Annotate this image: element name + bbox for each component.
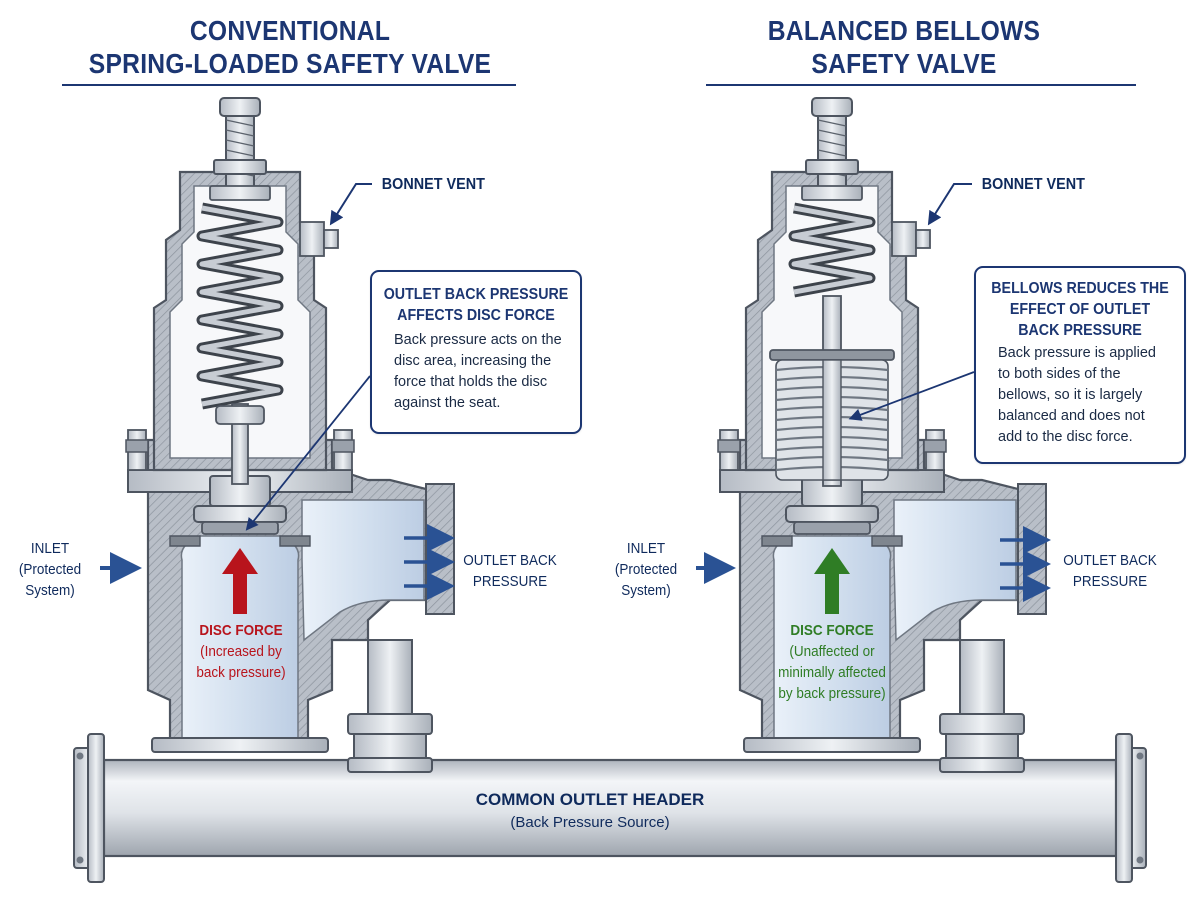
outlet-label-left: OUTLET BACK PRESSURE xyxy=(458,550,562,592)
callout-left-body: Back pressure acts on the disc area, inc… xyxy=(372,326,580,414)
callout-right-body: Back pressure is applied to both sides o… xyxy=(976,341,1184,448)
left-title-rule xyxy=(62,84,516,86)
conventional-valve-drawing xyxy=(124,96,456,774)
disc-force-right-title: DISC FORCE xyxy=(790,622,874,639)
callout-right-body-4: balanced and does not xyxy=(998,408,1145,424)
callout-left-heading: OUTLET BACK PRESSURE AFFECTS DISC FORCE xyxy=(380,272,571,326)
inlet-right-line-1: INLET xyxy=(626,540,666,557)
right-title-rule xyxy=(706,84,1136,86)
outlet-right-line-2: PRESSURE xyxy=(1072,573,1148,590)
outlet-left-line-2: PRESSURE xyxy=(472,573,548,590)
inlet-label-right: INLET (Protected System) xyxy=(608,538,684,601)
inlet-label-left: INLET (Protected System) xyxy=(14,538,86,601)
right-title: BALANCED BELLOWS SAFETY VALVE xyxy=(684,14,1124,80)
outlet-header-subtitle: (Back Pressure Source) xyxy=(510,814,670,831)
outlet-arrows-left xyxy=(404,524,455,600)
callout-right-body-2: to both sides of the xyxy=(998,366,1121,382)
callout-right-heading-1: BELLOWS REDUCES THE xyxy=(991,280,1169,297)
disc-force-arrow-left xyxy=(222,548,258,614)
disc-force-arrow-right xyxy=(814,548,850,614)
bellows-convolutions xyxy=(775,359,889,481)
callout-left-body-1: Back pressure acts on the xyxy=(394,332,562,348)
callout-right: BELLOWS REDUCES THE EFFECT OF OUTLET BAC… xyxy=(974,266,1186,464)
outlet-right-line-1: OUTLET BACK xyxy=(1063,552,1157,569)
outlet-header-pipe xyxy=(73,733,1147,883)
callout-leader-left xyxy=(245,375,371,531)
outlet-label-right: OUTLET BACK PRESSURE xyxy=(1058,550,1162,592)
callout-right-heading-2: EFFECT OF OUTLET xyxy=(1009,301,1151,318)
callout-left: OUTLET BACK PRESSURE AFFECTS DISC FORCE … xyxy=(370,270,582,434)
disc-force-right-note-3: by back pressure) xyxy=(778,685,886,702)
disc-force-left-title: DISC FORCE xyxy=(199,622,283,639)
spring-coils-left xyxy=(196,202,284,410)
disc-force-left-note-2: back pressure) xyxy=(196,664,286,681)
left-title: CONVENTIONAL SPRING-LOADED SAFETY VALVE xyxy=(70,14,510,80)
callout-left-heading-1: OUTLET BACK PRESSURE xyxy=(383,286,569,303)
inlet-right-line-3: System) xyxy=(621,582,671,599)
outlet-header-label: COMMON OUTLET HEADER (Back Pressure Sour… xyxy=(390,788,790,833)
callout-left-body-2: disc area, increasing the xyxy=(394,353,552,369)
callout-left-body-3: force that holds the disc xyxy=(394,374,548,390)
disc-force-left-note-1: (Increased by xyxy=(200,643,282,660)
inlet-left-line-3: System) xyxy=(25,582,75,599)
bonnet-vent-label-right: BONNET VENT xyxy=(981,176,1085,193)
right-title-line-2: SAFETY VALVE xyxy=(811,48,997,79)
spring-coils-right xyxy=(788,202,876,298)
bonnet-vent-label-left: BONNET VENT xyxy=(381,176,485,193)
callout-leader-right xyxy=(848,371,975,421)
inlet-left-line-2: (Protected xyxy=(18,561,82,578)
bonnet-vent-leader-right xyxy=(927,183,972,226)
disc-force-right-note-2: minimally affected xyxy=(778,664,886,681)
outlet-arrows-right xyxy=(1000,526,1051,602)
disc-force-right-note-1: (Unaffected or xyxy=(789,643,875,660)
callout-left-body-4: against the seat. xyxy=(394,395,501,411)
outlet-left-line-1: OUTLET BACK xyxy=(463,552,557,569)
callout-right-body-3: bellows, so it is largely xyxy=(998,387,1143,403)
outlet-header-title: COMMON OUTLET HEADER xyxy=(475,790,705,809)
callout-right-body-1: Back pressure is applied xyxy=(998,345,1156,361)
callout-right-body-5: add to the disc force. xyxy=(998,429,1133,445)
callout-right-heading: BELLOWS REDUCES THE EFFECT OF OUTLET BAC… xyxy=(984,268,1175,341)
right-title-line-1: BALANCED BELLOWS xyxy=(767,15,1041,46)
bonnet-vent-leader-left xyxy=(329,183,372,226)
callout-left-heading-2: AFFECTS DISC FORCE xyxy=(397,307,555,324)
disc-force-label-right: DISC FORCE (Unaffected or minimally affe… xyxy=(769,620,895,704)
inlet-left-line-1: INLET xyxy=(30,540,70,557)
disc-force-label-left: DISC FORCE (Increased by back pressure) xyxy=(188,620,294,683)
left-title-line-1: CONVENTIONAL xyxy=(189,15,391,46)
left-title-line-2: SPRING-LOADED SAFETY VALVE xyxy=(88,48,492,79)
callout-right-heading-3: BACK PRESSURE xyxy=(1018,322,1142,339)
inlet-right-line-2: (Protected xyxy=(614,561,678,578)
